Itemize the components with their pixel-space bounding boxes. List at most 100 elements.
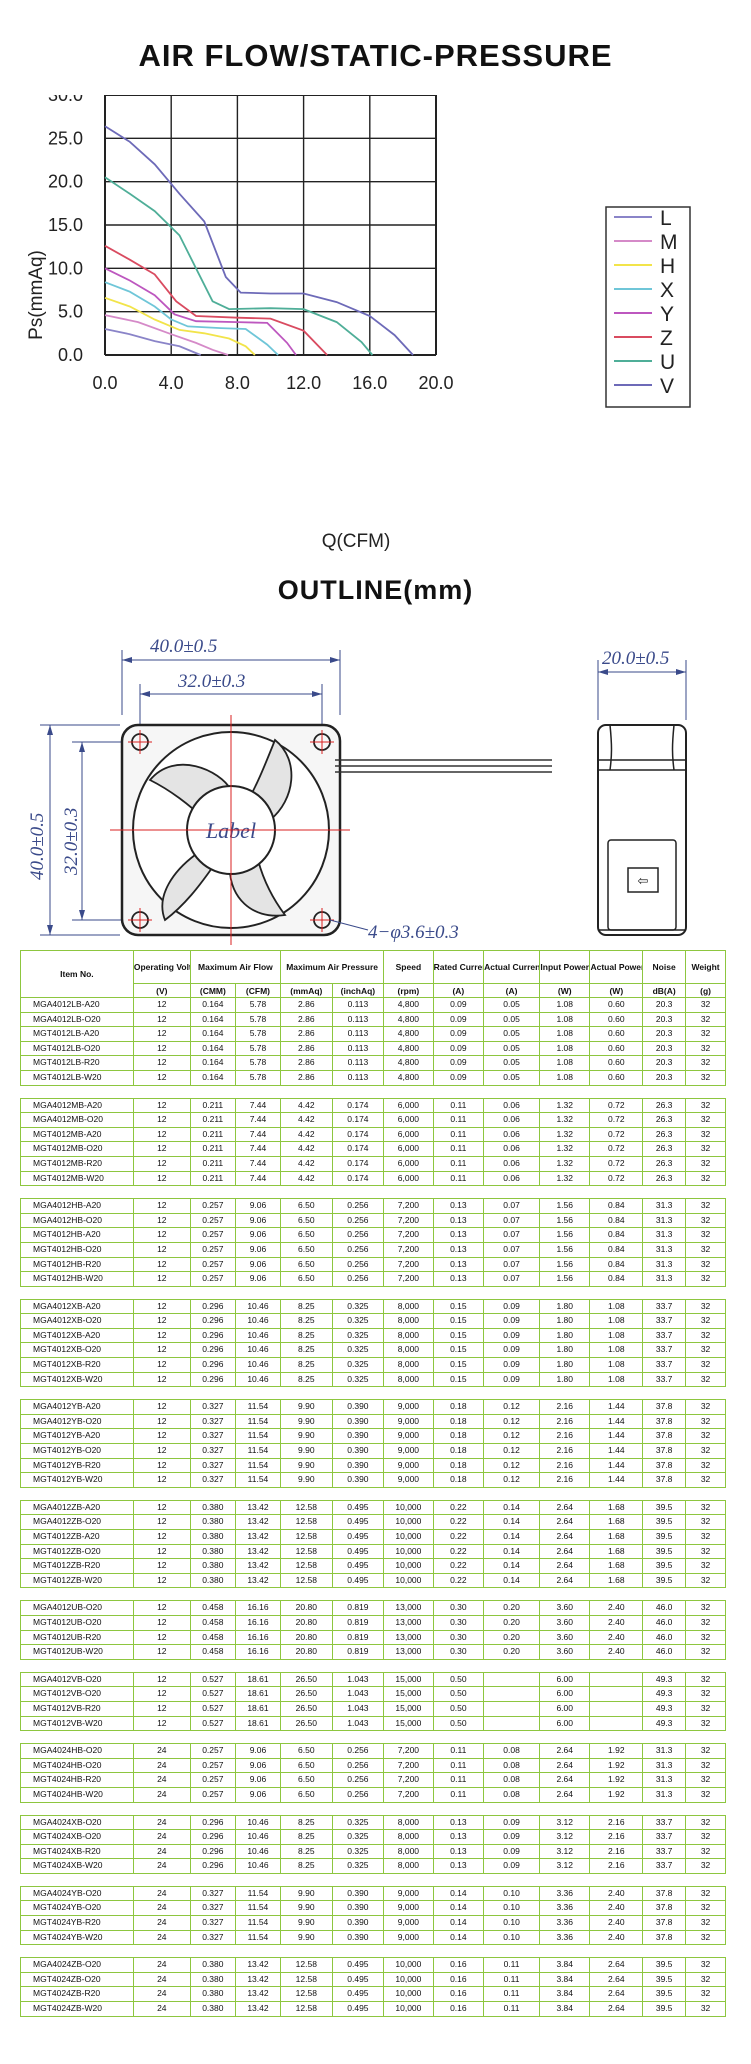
value-cell: 6.00 [538,1686,591,1702]
value-cell: 32 [685,1843,726,1860]
spacer-cell [20,1872,726,1887]
value-cell: 0.113 [331,1026,385,1042]
value-cell: 12 [132,1600,191,1616]
value-cell: 0.84 [589,1271,644,1287]
value-cell: 0.256 [331,1743,385,1759]
dim-hole-height: 32.0±0.3 [61,808,82,876]
value-cell: 5.78 [234,997,282,1013]
value-cell: 2.40 [589,1614,644,1631]
value-cell: 24 [132,1858,191,1874]
value-cell: 26.3 [642,1155,687,1172]
value-cell: 0.18 [432,1428,485,1445]
value-cell: 32 [685,1011,726,1028]
value-cell: 24 [132,1814,191,1831]
value-cell: 10,000 [383,1971,434,1988]
value-cell: 46.0 [642,1644,687,1660]
value-cell: 2.86 [280,1011,333,1028]
value-cell: 0.327 [189,1399,236,1415]
value-cell: 15,000 [383,1686,434,1702]
value-cell: 0.12 [483,1399,540,1415]
value-cell: 10,000 [383,1514,434,1530]
value-cell: 26.50 [280,1686,333,1702]
value-cell: 12 [132,1499,191,1516]
value-cell: 1.56 [538,1271,591,1287]
outline-drawing: 40.0±0.5 32.0±0.3 40.0±0.5 32.0±0.3 Labe… [27,636,687,945]
value-cell: 32 [685,1514,726,1530]
value-cell: 9,000 [383,1900,434,1917]
value-cell: 1.68 [589,1499,644,1516]
value-cell: 39.5 [642,1986,687,2003]
value-cell: 2.64 [538,1772,591,1788]
value-cell: 0.06 [483,1112,540,1128]
value-cell: 9,000 [383,1472,434,1488]
value-cell: 0.256 [331,1271,385,1287]
model-cell: MGT4024YB-O20 [20,1900,134,1917]
value-cell: 12 [132,1271,191,1287]
value-cell: 0.12 [483,1443,540,1459]
value-cell: 10.46 [234,1829,282,1845]
value-cell: 32 [685,1558,726,1574]
value-cell: 0.327 [189,1428,236,1445]
value-cell: 1.68 [589,1572,644,1589]
value-cell: 0.11 [432,1155,485,1172]
value-cell: 7,200 [383,1772,434,1788]
value-cell: 0.325 [331,1298,385,1315]
value-cell: 0.13 [432,1241,485,1258]
value-cell: 32 [685,1313,726,1329]
value-cell: 0.11 [432,1743,485,1759]
value-cell: 10.46 [234,1371,282,1388]
model-cell: MGA4024HB-O20 [20,1743,134,1759]
value-cell [589,1715,644,1732]
value-cell: 0.13 [432,1271,485,1287]
model-cell: MGT4012MB-W20 [20,1170,134,1187]
value-cell: 0.84 [589,1256,644,1273]
value-cell: 32 [685,1743,726,1759]
group-spacer-row [20,1730,726,1745]
model-cell: MGT4012LB-R20 [20,1055,134,1071]
value-cell: 0.211 [189,1126,236,1143]
value-cell: 0.296 [189,1843,236,1860]
value-cell: 0.60 [589,1055,644,1071]
value-cell: 33.7 [642,1814,687,1831]
value-cell: 1.56 [538,1212,591,1229]
value-cell: 12.58 [280,1558,333,1574]
value-cell: 1.08 [589,1313,644,1329]
col-pressure: Maximum Air Pressure [280,950,385,984]
value-cell: 12.58 [280,1514,333,1530]
value-cell: 15,000 [383,1715,434,1732]
value-cell: 0.390 [331,1413,385,1430]
value-cell: 0.12 [483,1428,540,1445]
value-cell: 20.80 [280,1644,333,1660]
value-cell: 1.32 [538,1155,591,1172]
value-cell: 0.527 [189,1700,236,1717]
value-cell: 0.256 [331,1256,385,1273]
value-cell: 16.16 [234,1629,282,1646]
value-cell: 0.10 [483,1915,540,1931]
value-cell: 0.10 [483,1929,540,1946]
model-cell: MGA4024XB-O20 [20,1814,134,1831]
value-cell: 10.46 [234,1327,282,1344]
model-cell: MGT4024ZB-R20 [20,1986,134,2003]
value-cell: 2.64 [538,1558,591,1574]
value-cell: 0.296 [189,1313,236,1329]
value-cell: 13,000 [383,1614,434,1631]
value-cell: 9.90 [280,1472,333,1488]
value-cell: 9.06 [234,1198,282,1214]
value-cell: 12 [132,1457,191,1474]
value-cell: 11.54 [234,1472,282,1488]
value-cell: 37.8 [642,1900,687,1917]
value-cell: 0.18 [432,1457,485,1474]
value-cell: 49.3 [642,1686,687,1702]
value-cell: 0.09 [432,1026,485,1042]
value-cell: 39.5 [642,2001,687,2017]
value-cell: 32 [685,1629,726,1646]
value-cell: 8.25 [280,1814,333,1831]
value-cell: 2.86 [280,1040,333,1057]
value-cell: 12.58 [280,1543,333,1560]
